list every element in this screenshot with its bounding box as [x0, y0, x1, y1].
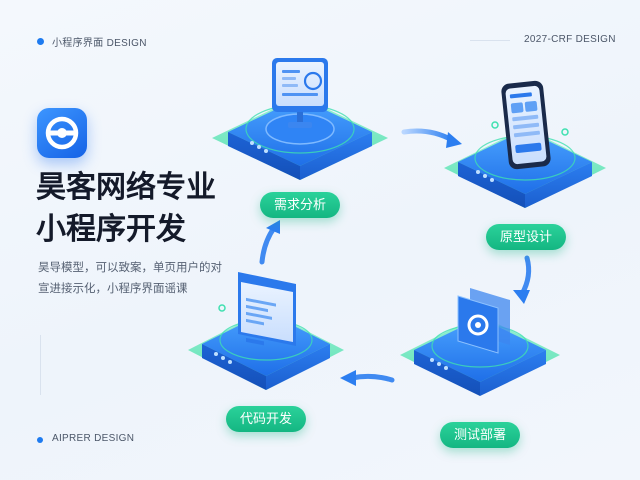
node-requirements [212, 58, 388, 180]
step-label-development: 代码开发 [225, 406, 307, 432]
step-label-requirements: 需求分析 [259, 192, 341, 218]
header-dot [37, 38, 44, 45]
step-label-prototype: 原型设计 [485, 224, 567, 250]
header-divider [470, 40, 510, 41]
step-label-testing: 测试部署 [439, 422, 521, 448]
node-testing [400, 288, 560, 396]
brand-logo [37, 108, 87, 158]
logo-mark-icon [45, 116, 79, 150]
flow-arrows [259, 128, 532, 386]
page-title-line2: 小程序开发 [36, 212, 186, 247]
page-title-line1: 昊客网络专业 [36, 170, 216, 205]
header-left-label: 小程序界面 DESIGN [52, 38, 147, 49]
header-right-label: 2027-CRF DESIGN [524, 34, 616, 45]
footer-dot [37, 437, 43, 443]
left-divider [40, 335, 41, 395]
description-line2: 宣进接示化，小程序界面谣课 [38, 283, 188, 295]
footer-label: AIPRER DESIGN [52, 433, 135, 444]
node-development [188, 272, 344, 390]
node-prototype [444, 80, 606, 208]
description-line1: 昊导模型，可以致案，单页用户的对 [38, 262, 222, 274]
